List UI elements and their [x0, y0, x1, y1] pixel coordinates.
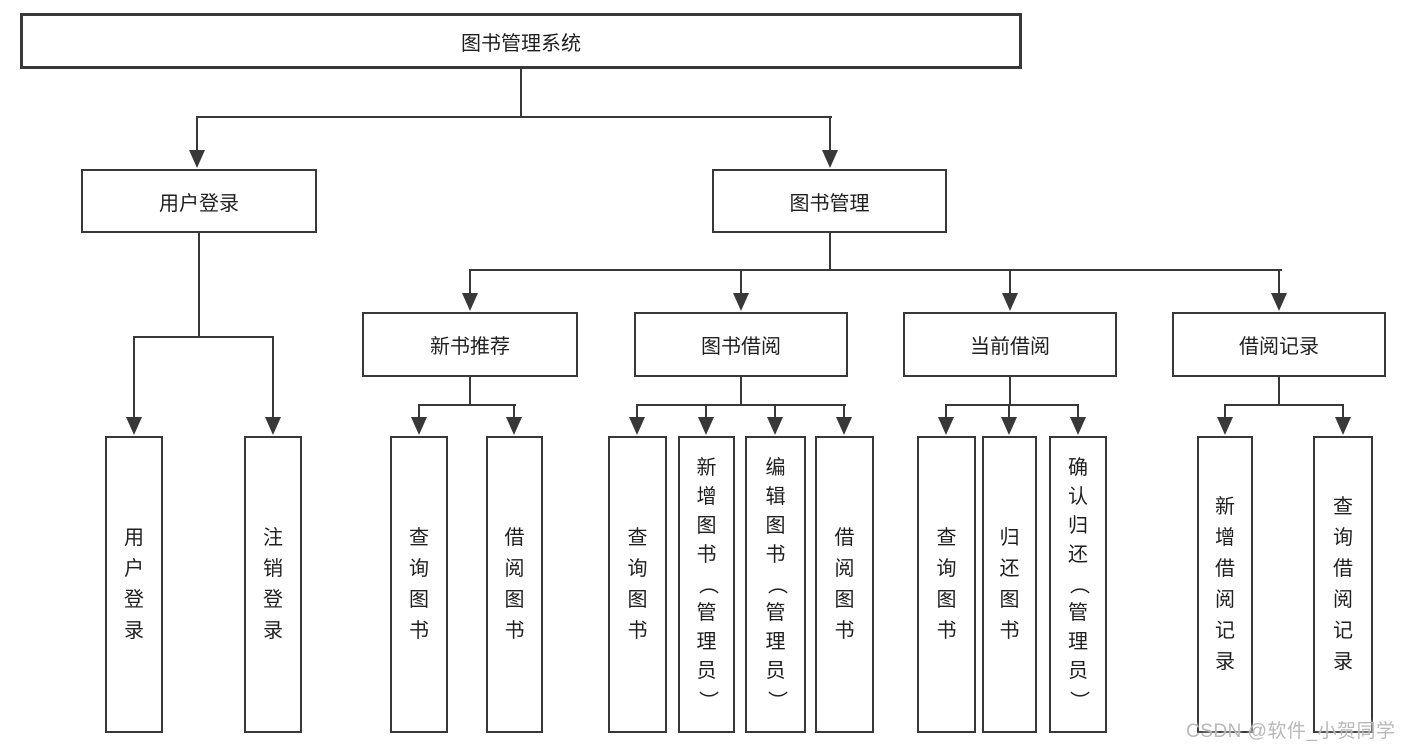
arrow-down-icon — [733, 293, 749, 311]
connector-line — [196, 116, 198, 152]
node-label: 新书推荐 — [430, 336, 510, 358]
arrow-down-icon — [1217, 417, 1233, 435]
connector-line — [843, 404, 845, 420]
connector-line — [829, 116, 831, 152]
connector-line — [418, 404, 516, 406]
node-label: 借阅记录 — [1239, 336, 1319, 358]
leaf-logout: 注销登录 — [244, 436, 302, 733]
node-label: 用户登录 — [159, 192, 239, 215]
connector-line — [469, 269, 471, 295]
connector-line — [705, 404, 707, 420]
arrow-down-icon — [506, 417, 522, 435]
connector-line — [636, 404, 846, 406]
leaf-borrow-books: 借阅图书 — [815, 436, 874, 733]
arrow-down-icon — [698, 417, 714, 435]
arrow-down-icon — [462, 293, 478, 311]
leaf-add-books-admin: 新增图书（管理员） — [678, 436, 735, 733]
connector-line — [1278, 377, 1280, 406]
connector-line — [1278, 269, 1280, 295]
connector-line — [198, 233, 200, 338]
connector-line — [133, 336, 135, 420]
connector-line — [1342, 404, 1344, 420]
node-book-management: 图书管理 — [712, 169, 947, 233]
arrow-down-icon — [1002, 293, 1018, 311]
arrow-down-icon — [1070, 417, 1086, 435]
connector-line — [945, 404, 1079, 406]
leaf-borrow-books-recommend: 借阅图书 — [486, 436, 543, 733]
connector-line — [272, 336, 274, 420]
connector-line — [513, 404, 515, 420]
node-current-borrow: 当前借阅 — [903, 312, 1117, 377]
arrow-down-icon — [411, 417, 427, 435]
arrow-down-icon — [938, 417, 954, 435]
connector-line — [945, 404, 947, 420]
arrow-down-icon — [836, 417, 852, 435]
connector-line — [1224, 404, 1344, 406]
connector-line — [1009, 377, 1011, 406]
arrow-down-icon — [822, 150, 838, 168]
connector-line — [1008, 404, 1010, 420]
connector-line — [196, 116, 832, 118]
connector-line — [774, 404, 776, 420]
leaf-return-books: 归还图书 — [982, 436, 1037, 733]
leaf-user-login: 用户登录 — [105, 436, 163, 733]
arrow-down-icon — [126, 417, 142, 435]
node-label: 图书借阅 — [701, 336, 781, 358]
arrow-down-icon — [1335, 417, 1351, 435]
arrow-down-icon — [1271, 293, 1287, 311]
node-user-login: 用户登录 — [81, 169, 317, 233]
connector-line — [1009, 269, 1011, 295]
connector-line — [469, 269, 1282, 271]
node-book-borrow: 图书借阅 — [634, 312, 848, 377]
node-label: 当前借阅 — [970, 336, 1050, 358]
arrow-down-icon — [189, 150, 205, 168]
node-root-library-system: 图书管理系统 — [20, 13, 1022, 69]
connector-line — [133, 336, 274, 338]
node-label: 图书管理 — [789, 192, 870, 215]
arrow-down-icon — [629, 417, 645, 435]
connector-line — [520, 68, 522, 118]
csdn-watermark: CSDN @软件_小贺同学 — [1186, 721, 1396, 742]
node-label: 图书管理系统 — [461, 32, 581, 55]
leaf-query-books-borrow: 查询图书 — [608, 436, 667, 733]
leaf-query-borrow-record: 查询借阅记录 — [1313, 436, 1373, 733]
leaf-query-books-current: 查询图书 — [917, 436, 976, 733]
connector-line — [740, 269, 742, 295]
connector-line — [1224, 404, 1226, 420]
leaf-edit-books-admin: 编辑图书（管理员） — [745, 436, 806, 733]
connector-line — [469, 377, 471, 406]
connector-line — [1077, 404, 1079, 420]
connector-line — [418, 404, 420, 420]
arrow-down-icon — [1001, 417, 1017, 435]
leaf-confirm-return-admin: 确认归还（管理员） — [1049, 436, 1107, 733]
connector-line — [636, 404, 638, 420]
arrow-down-icon — [767, 417, 783, 435]
connector-line — [740, 377, 742, 406]
node-borrow-record: 借阅记录 — [1172, 312, 1386, 377]
connector-line — [829, 233, 831, 271]
node-new-book-recommend: 新书推荐 — [362, 312, 578, 377]
leaf-query-books-recommend: 查询图书 — [390, 436, 448, 733]
leaf-add-borrow-record: 新增借阅记录 — [1197, 436, 1253, 733]
arrow-down-icon — [265, 417, 281, 435]
